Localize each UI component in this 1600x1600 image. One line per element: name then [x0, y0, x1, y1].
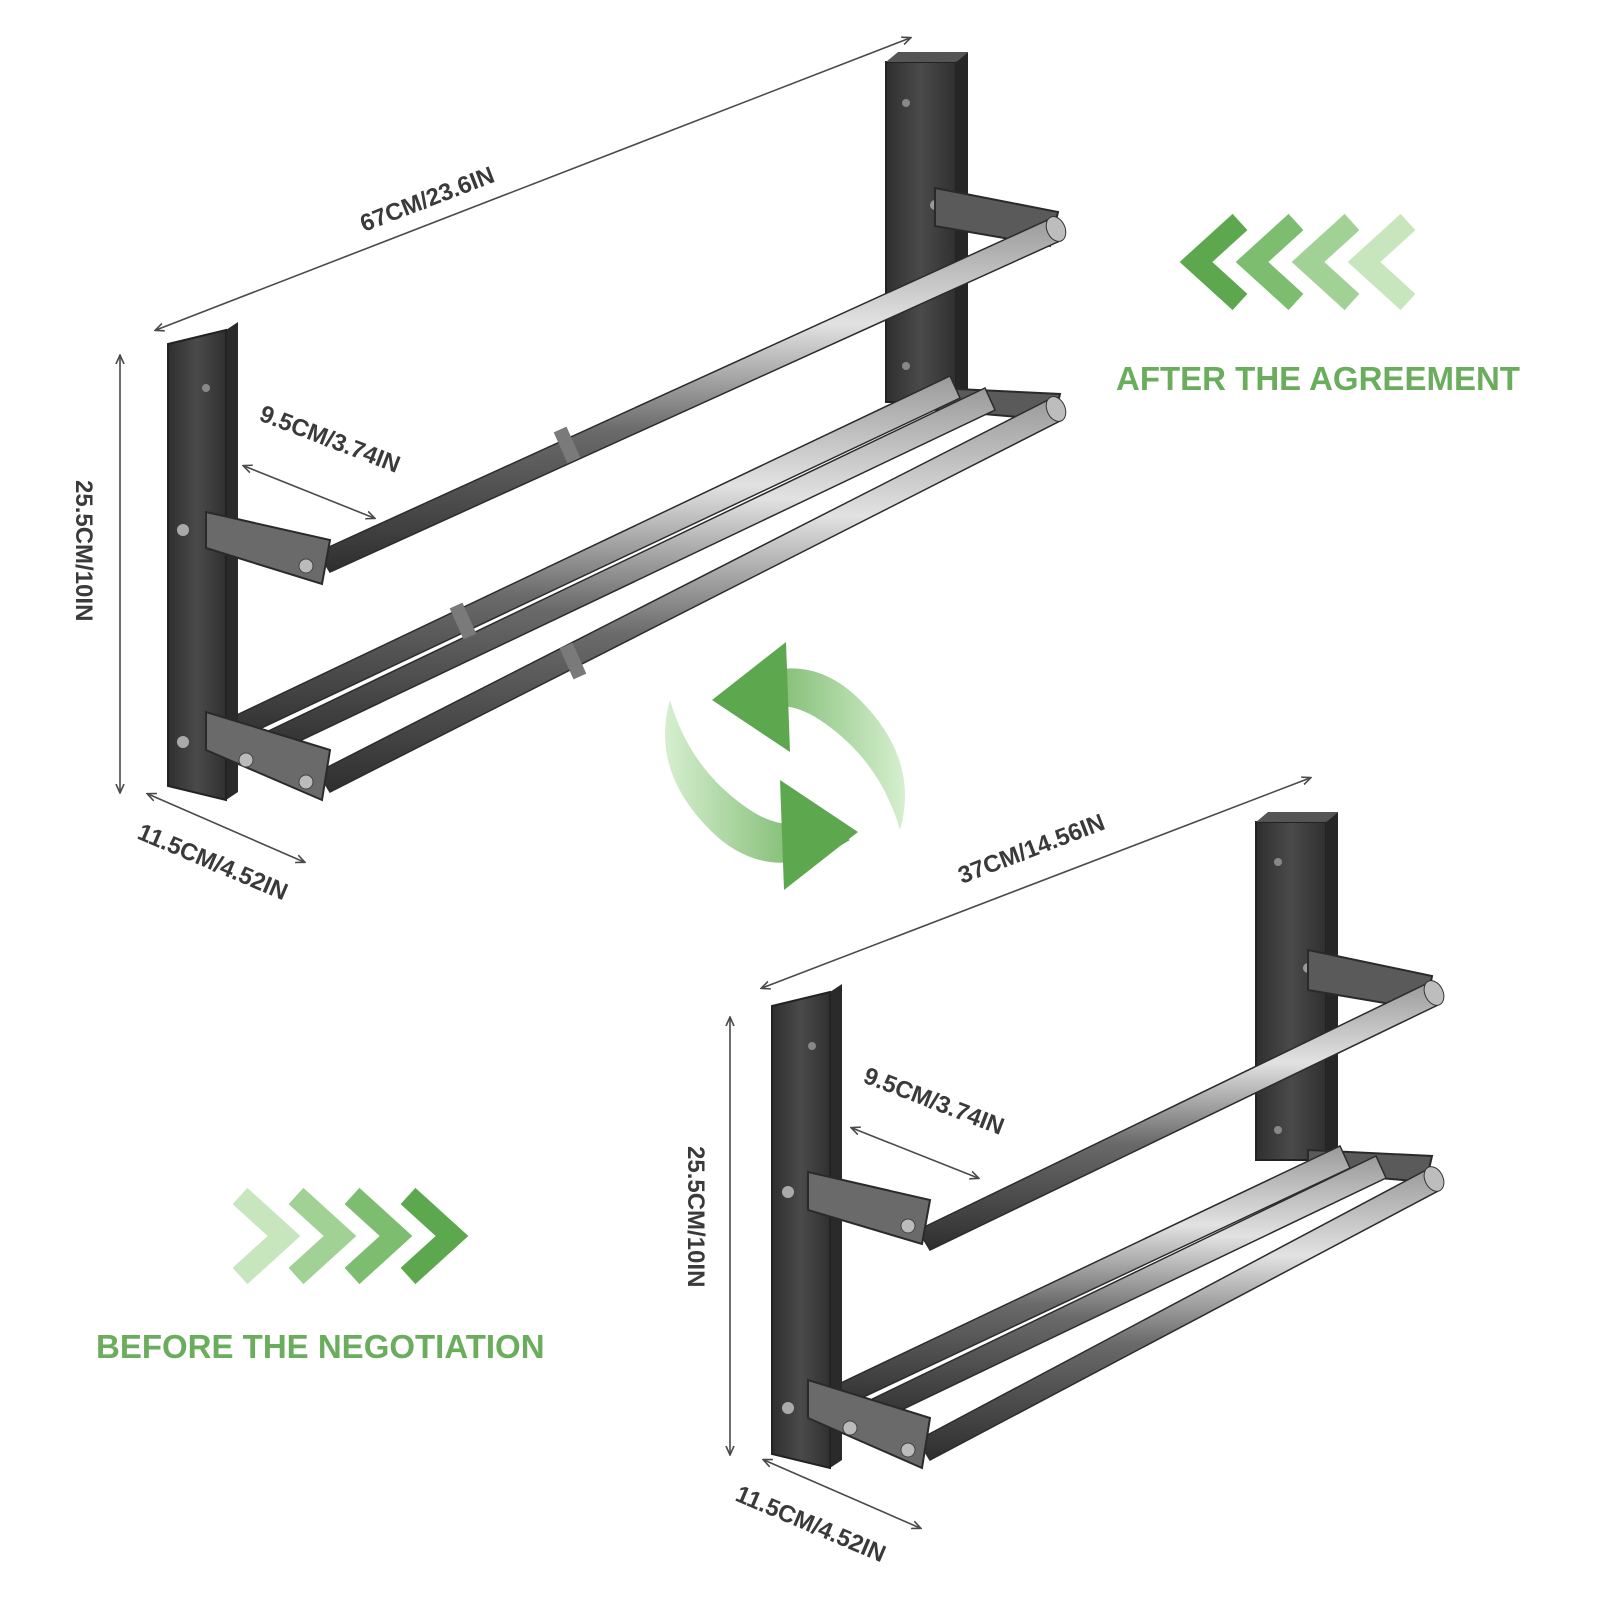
- after-caption: AFTER THE AGREEMENT: [1116, 360, 1520, 397]
- spacing-label: 9.5CM/3.74IN: [256, 400, 404, 478]
- refresh-cycle-icon: [665, 642, 905, 890]
- lower-towel-bars: [220, 374, 1067, 793]
- depth-label: 11.5CM/4.52IN: [134, 819, 292, 906]
- retracted-depth-label: 11.5CM/4.52IN: [732, 1481, 890, 1568]
- retracted-lower-towel-bars: [824, 1144, 1445, 1461]
- chevrons-right-icon: [232, 1187, 469, 1285]
- expanded-rack: 67CM/23.6IN 25.5CM/10IN 11.5CM/4.52IN 9.…: [70, 38, 1067, 906]
- retracted-width-label: 37CM/14.56IN: [954, 809, 1108, 890]
- before-caption: BEFORE THE NEGOTIATION: [96, 1328, 545, 1365]
- retracted-spacing-label: 9.5CM/3.74IN: [860, 1062, 1008, 1140]
- left-wall-plate: [167, 322, 238, 802]
- chevrons-left-icon: [1179, 213, 1416, 311]
- retracted-width-dimension-line: [762, 778, 1310, 988]
- retracted-depth-dimension-line: [764, 1460, 920, 1528]
- width-dimension-line: [156, 38, 910, 330]
- retracted-upper-towel-bar: [916, 980, 1445, 1251]
- width-label: 67CM/23.6IN: [356, 162, 498, 238]
- depth-dimension-line: [148, 794, 304, 862]
- retracted-rack: 37CM/14.56IN 25.5CM/10IN 11.5CM/4.52IN 9…: [682, 778, 1445, 1568]
- spacing-dimension-line: [244, 466, 374, 518]
- retracted-height-label: 25.5CM/10IN: [682, 1146, 709, 1287]
- retracted-spacing-dimension-line: [852, 1128, 978, 1178]
- retracted-left-wall-plate: [771, 984, 842, 1470]
- height-label: 25.5CM/10IN: [70, 480, 97, 621]
